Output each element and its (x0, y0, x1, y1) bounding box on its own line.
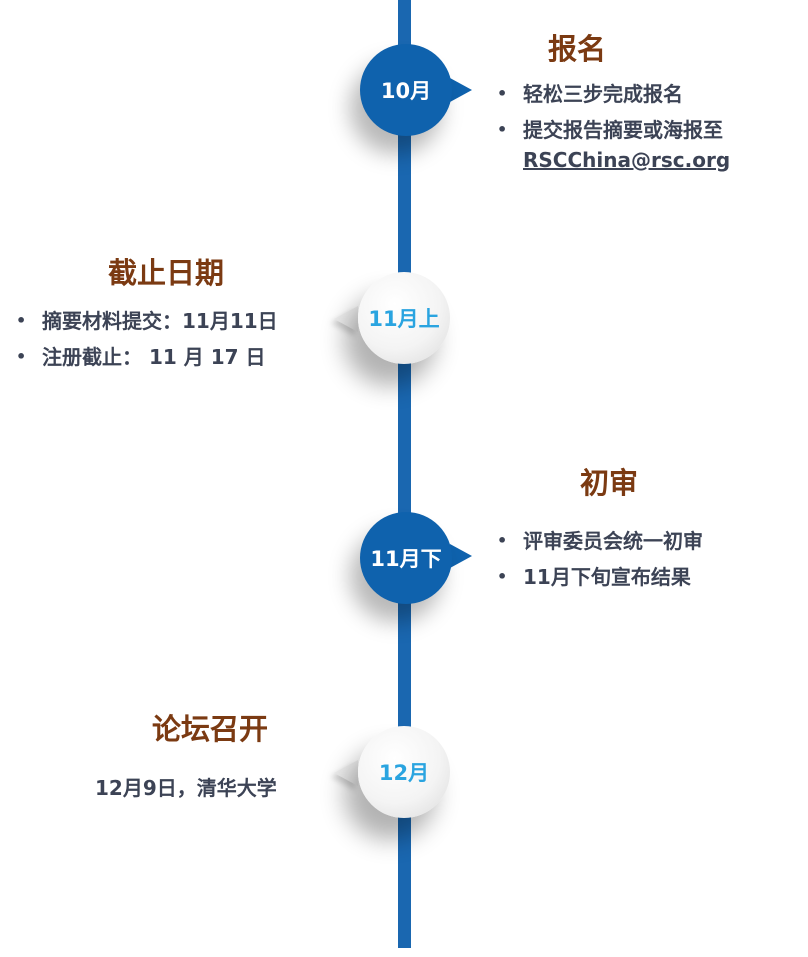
stage-title-deadline: 截止日期 (108, 256, 225, 290)
stage-text-forum: 12月9日，清华大学 (95, 776, 277, 800)
list-item: 评审委员会统一初审 (497, 523, 703, 559)
node-label: 12月 (378, 761, 430, 785)
timeline-line (398, 0, 411, 948)
stage-list-deadline: 摘要材料提交：11月11日 注册截止： 11 月 17 日 (16, 303, 278, 375)
list-item: 提交报告摘要或海报至 RSCChina@rsc.org (497, 112, 730, 172)
timeline-node-october: 10月 (360, 44, 452, 136)
list-item: 轻松三步完成报名 (497, 76, 730, 112)
node-pointer-left (334, 760, 358, 786)
timeline-node-early-november: 11月上 (358, 272, 450, 364)
timeline-node-december: 12月 (358, 726, 450, 818)
list-item: 注册截止： 11 月 17 日 (16, 339, 278, 375)
node-label: 11月下 (370, 547, 442, 571)
node-pointer-right (450, 544, 472, 568)
node-label: 10月 (380, 79, 432, 103)
stage-list-registration: 轻松三步完成报名 提交报告摘要或海报至 RSCChina@rsc.org (497, 76, 730, 172)
stage-title-forum: 论坛召开 (152, 712, 269, 746)
timeline-node-late-november: 11月下 (360, 512, 452, 604)
stage-title-registration: 报名 (548, 32, 607, 66)
list-item: 摘要材料提交：11月11日 (16, 303, 278, 339)
node-pointer-right (450, 78, 472, 102)
stage-title-review: 初审 (580, 466, 639, 500)
node-label: 11月上 (368, 307, 440, 331)
stage-list-review: 评审委员会统一初审 11月下旬宣布结果 (497, 523, 703, 595)
list-item: 11月下旬宣布结果 (497, 559, 703, 595)
email-link[interactable]: RSCChina@rsc.org (523, 148, 731, 172)
node-pointer-left (334, 306, 358, 332)
